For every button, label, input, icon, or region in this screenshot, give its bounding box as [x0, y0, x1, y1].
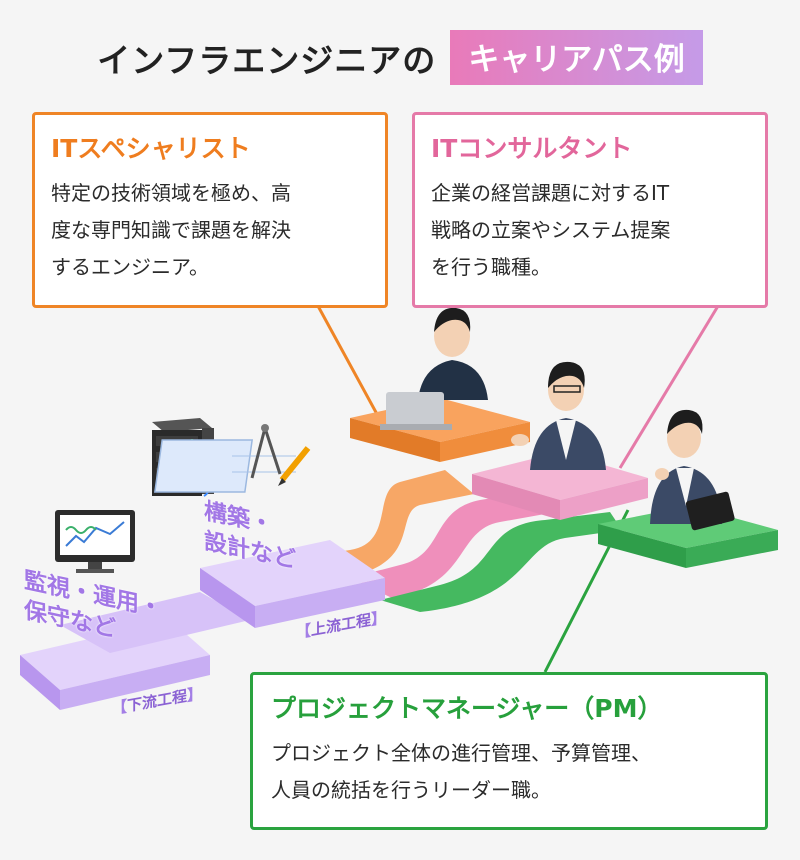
specialist-connector: [316, 305, 380, 417]
specialist-line: 度な専門知識で課題を解決: [51, 218, 291, 242]
pm-line: プロジェクト全体の進行管理、予算管理、: [271, 741, 651, 765]
consultant-description: 企業の経営課題に対するIT 戦略の立案やシステム提案 を行う職種。: [431, 175, 749, 286]
page-title: インフラエンジニアの キャリアパス例: [0, 30, 800, 85]
specialist-title: ITスペシャリスト: [51, 134, 251, 163]
consultant-line: 戦略の立案やシステム提案: [431, 218, 671, 242]
consultant-line: 企業の経営課題に対するIT: [431, 181, 670, 205]
pm-description: プロジェクト全体の進行管理、予算管理、 人員の統括を行うリーダー職。: [271, 735, 747, 809]
specialist-description: 特定の技術領域を極め、高 度な専門知識で課題を解決 するエンジニア。: [51, 175, 369, 286]
consultant-title: ITコンサルタント: [431, 134, 633, 163]
specialist-line: 特定の技術領域を極め、高: [51, 181, 291, 205]
blueprint-compass-icon: [153, 424, 311, 493]
specialist-card: ITスペシャリスト 特定の技術領域を極め、高 度な専門知識で課題を解決 するエン…: [32, 112, 388, 308]
consultant-platform: [472, 452, 648, 520]
consultant-connector: [618, 305, 720, 469]
consultant-person-icon: [511, 361, 606, 470]
consultant-card: ITコンサルタント 企業の経営課題に対するIT 戦略の立案やシステム提案 を行う…: [412, 112, 768, 308]
consultant-line: を行う職種。: [431, 255, 551, 279]
pm-title: プロジェクトマネージャー（PM）: [271, 694, 663, 723]
title-badge: キャリアパス例: [450, 30, 703, 85]
specialist-path: [312, 470, 474, 575]
upper-stage-step: [200, 540, 385, 628]
pm-platform: [598, 506, 778, 568]
pm-person-icon: [650, 409, 735, 531]
title-main: インフラエンジニアの: [97, 40, 437, 80]
consultant-path: [350, 492, 545, 598]
specialist-line: するエンジニア。: [51, 255, 209, 279]
pm-card: プロジェクトマネージャー（PM） プロジェクト全体の進行管理、予算管理、 人員の…: [250, 672, 768, 830]
middle-stage-step: [60, 592, 250, 653]
pm-path: [380, 512, 622, 612]
pm-line: 人員の統括を行うリーダー職。: [271, 778, 551, 802]
specialist-person-icon: [380, 307, 488, 430]
monitor-icon: [55, 510, 135, 573]
